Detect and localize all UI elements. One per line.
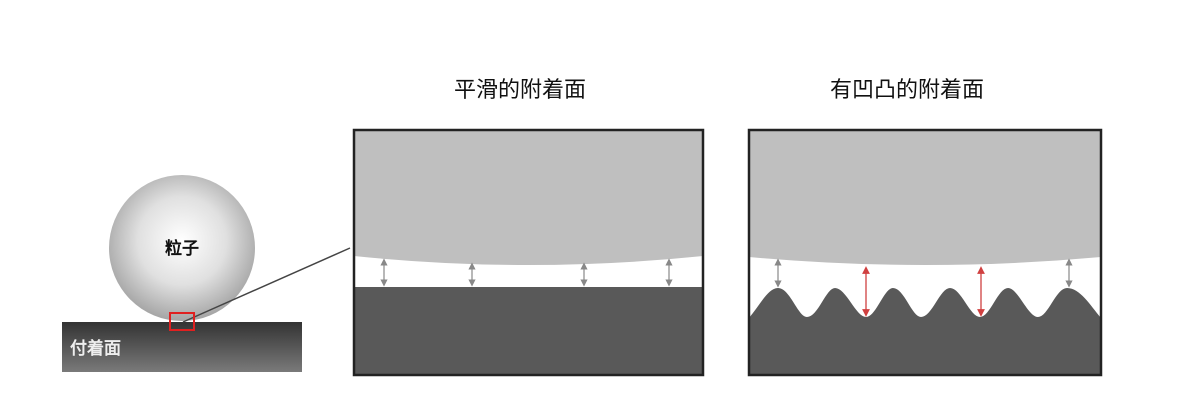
- smooth-panel-title: 平滑的附着面: [454, 78, 587, 103]
- rough-surface-section: [749, 288, 1101, 375]
- particle-section: [354, 130, 703, 265]
- smooth-surface-panel: [352, 128, 705, 377]
- particle: [109, 175, 255, 321]
- rough-panel-title: 有凹凸的附着面: [830, 78, 985, 103]
- particle-section: [749, 130, 1101, 265]
- zoom-leader-line: [182, 247, 351, 323]
- surface-label: 付着面: [70, 338, 121, 359]
- smooth-surface-section: [354, 287, 703, 375]
- contact-highlight-box: [169, 312, 195, 331]
- particle-label: 粒子: [165, 238, 199, 259]
- rough-surface-panel: [747, 128, 1103, 377]
